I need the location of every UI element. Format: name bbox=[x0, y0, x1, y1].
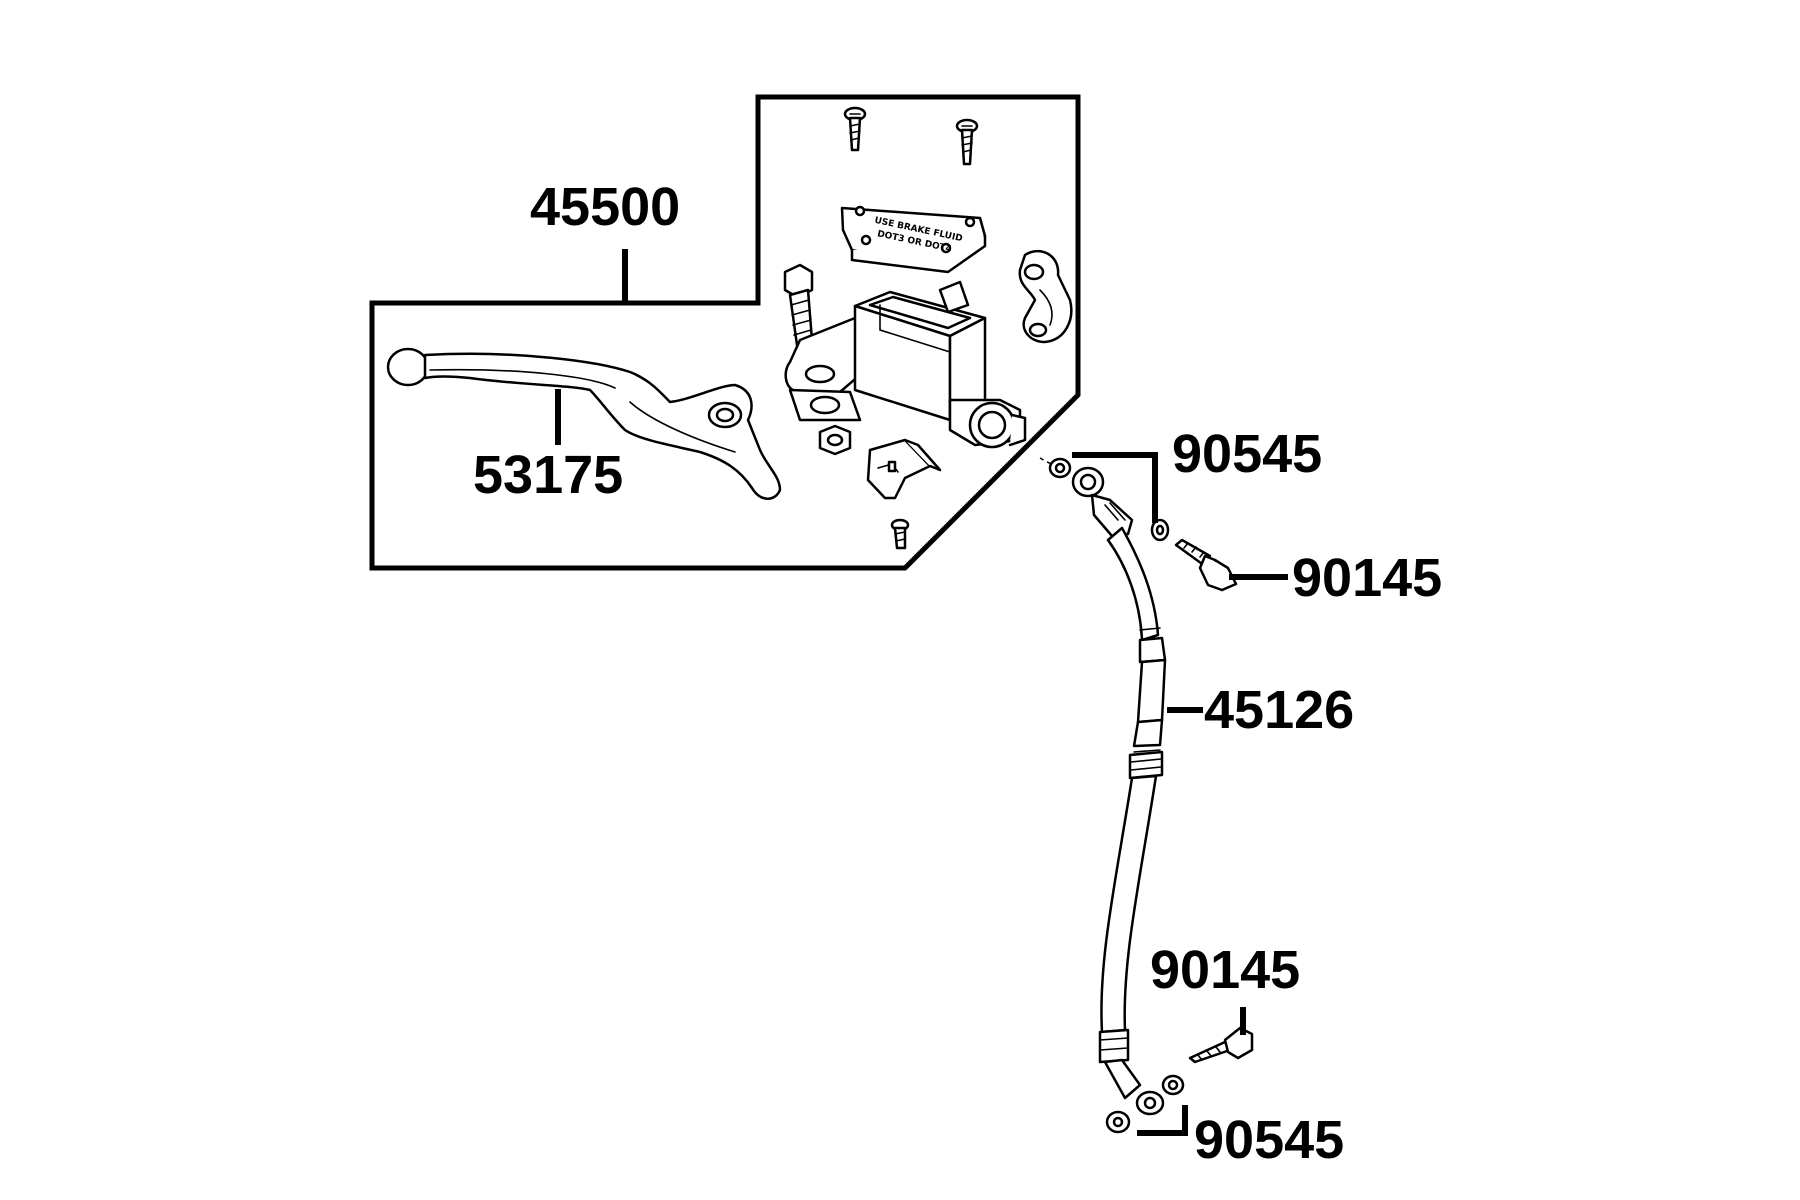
kit-outline-box bbox=[369, 94, 1081, 571]
lever-pivot-bolt bbox=[783, 263, 814, 347]
bottom-banjo-fitting bbox=[1105, 1074, 1185, 1134]
brake-light-switch bbox=[866, 438, 942, 500]
label-90145-top: 90145 bbox=[1292, 548, 1442, 608]
label-90545-bottom: 90545 bbox=[1194, 1110, 1344, 1170]
top-banjo-bolt bbox=[1174, 538, 1238, 592]
leader-90545-top bbox=[1072, 452, 1158, 523]
leader-90545-bottom bbox=[1137, 1105, 1188, 1136]
reservoir-cap: USE BRAKE FLUID DOT3 OR DOT4 bbox=[840, 205, 987, 274]
lever-nut bbox=[818, 424, 852, 456]
master-cylinder-body bbox=[784, 280, 1027, 449]
label-53175: 53175 bbox=[473, 445, 623, 505]
bottom-banjo-bolt bbox=[1188, 1026, 1254, 1064]
top-banjo-fitting bbox=[1048, 457, 1170, 542]
handlebar-clamp bbox=[1018, 249, 1073, 344]
label-45126: 45126 bbox=[1204, 680, 1354, 740]
reservoir-cap-screw-right bbox=[955, 118, 979, 166]
label-90545-top: 90545 bbox=[1172, 424, 1322, 484]
reservoir-cap-screw-left bbox=[843, 106, 867, 152]
brake-lever bbox=[386, 347, 782, 500]
brake-hose bbox=[1098, 526, 1167, 1100]
label-90145-bottom: 90145 bbox=[1150, 940, 1300, 1000]
label-45500: 45500 bbox=[530, 177, 680, 237]
switch-screw bbox=[890, 518, 910, 550]
